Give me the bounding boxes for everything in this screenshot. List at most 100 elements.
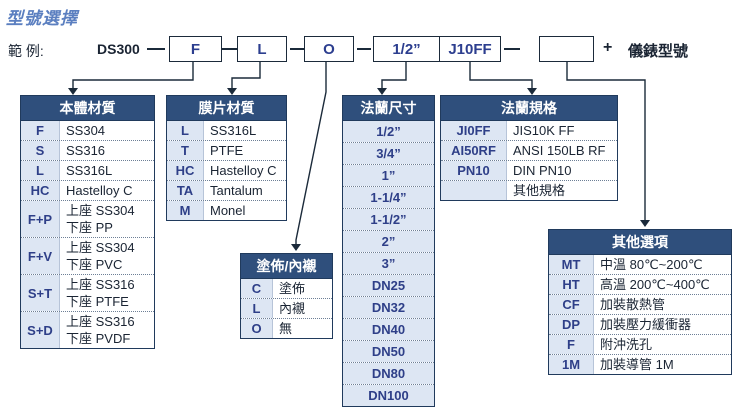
option-description-line: 無 <box>279 321 293 336</box>
dash <box>290 48 304 50</box>
option-description: Hastelloy C <box>60 181 132 200</box>
table-row: DN100 <box>343 385 434 406</box>
dash <box>222 48 237 50</box>
option-description-line: SS304 <box>66 123 106 138</box>
flange-size-value: DN100 <box>343 385 434 406</box>
table-row: DN50 <box>343 341 434 363</box>
flange-size-value: DN25 <box>343 275 434 296</box>
option-description: 加裝壓力緩衝器 <box>594 315 691 334</box>
option-code: AI50RF <box>441 141 507 160</box>
option-description-line: PTFE <box>210 143 244 158</box>
option-code: F+V <box>21 238 60 274</box>
flange-size-value: 3” <box>343 253 434 274</box>
arrow-other-options <box>566 62 646 222</box>
option-description-line: 加裝導管 1M <box>600 357 674 372</box>
option-description: Monel <box>204 201 245 220</box>
option-description: 附沖洗孔 <box>594 335 652 354</box>
box-other-options <box>539 36 594 62</box>
example-label: 範 例: <box>8 43 44 59</box>
table-row: S+D 上座 SS316 下座 PVDF <box>21 312 154 348</box>
coating-header: 塗佈/內襯 <box>241 254 332 279</box>
option-description: PTFE <box>204 141 243 160</box>
option-description: SS316L <box>204 121 256 140</box>
option-description-line: 下座 PVDF <box>66 331 131 346</box>
table-row: PN10 DIN PN10 <box>441 161 617 181</box>
flange-size-value: 3/4” <box>343 143 434 164</box>
table-row: 1” <box>343 165 434 187</box>
flange-size-value: DN50 <box>343 341 434 362</box>
option-description-line: Hastelloy C <box>210 163 277 178</box>
option-description-line: DIN PN10 <box>513 163 572 178</box>
option-description: 無 <box>273 319 292 338</box>
box-flange-spec: J10FF <box>439 36 501 62</box>
option-description-line: SS316L <box>66 163 113 178</box>
option-code: S <box>21 141 60 160</box>
arrow-body-material <box>72 62 194 92</box>
option-code: CF <box>549 295 594 314</box>
option-description: DIN PN10 <box>507 161 572 180</box>
option-description-line: ANSI 150LB RF <box>513 143 606 158</box>
table-row: DN40 <box>343 319 434 341</box>
box-flange-size: 1/2” <box>373 36 440 62</box>
dash <box>357 48 371 50</box>
option-description-line: 上座 SS304 <box>66 203 135 218</box>
flange-spec-header: 法蘭規格 <box>441 96 617 121</box>
option-description: 加裝導管 1M <box>594 355 674 374</box>
option-code: PN10 <box>441 161 507 180</box>
table-row: 2” <box>343 231 434 253</box>
arrow-flange-size <box>381 62 407 92</box>
table-row: DN25 <box>343 275 434 297</box>
option-code: O <box>241 319 273 338</box>
option-description-line: 附沖洗孔 <box>600 337 653 352</box>
option-code: L <box>241 299 273 318</box>
option-code: HC <box>167 161 204 180</box>
option-description: Hastelloy C <box>204 161 276 180</box>
table-row: C 塗佈 <box>241 279 332 299</box>
option-description-line: 加裝散熱管 <box>600 297 666 312</box>
option-description: SS316 <box>60 141 105 160</box>
table-row: AI50RF ANSI 150LB RF <box>441 141 617 161</box>
flange-size-value: 1-1/4” <box>343 187 434 208</box>
option-description-line: 上座 SS316 <box>66 314 135 329</box>
option-description-line: 塗佈 <box>279 281 306 296</box>
option-description-line: 內襯 <box>279 301 306 316</box>
option-description-line: Hastelloy C <box>66 183 133 198</box>
flange-size-value: 2” <box>343 231 434 252</box>
option-description: 加裝散熱管 <box>594 295 665 314</box>
option-description-line: 高溫 200℃~400℃ <box>600 277 710 292</box>
option-code: C <box>241 279 273 298</box>
table-row: L 內襯 <box>241 299 332 319</box>
option-code: 1M <box>549 355 594 374</box>
arrow-flange-spec <box>469 62 533 92</box>
arrow-coating <box>295 62 327 248</box>
option-description-line: 其他規格 <box>513 183 566 198</box>
table-row: CF 加裝散熱管 <box>549 295 731 315</box>
page-title: 型號選擇 <box>6 9 78 28</box>
flange-size-value: 1-1/2” <box>343 209 434 230</box>
option-code: JI0FF <box>441 121 507 140</box>
body-material-header: 本體材質 <box>21 96 154 121</box>
flange-size-value: 1” <box>343 165 434 186</box>
option-code: S+T <box>21 275 60 311</box>
table-row: 3/4” <box>343 143 434 165</box>
option-code: HC <box>21 181 60 200</box>
option-description: Tantalum <box>204 181 263 200</box>
option-code: S+D <box>21 312 60 348</box>
